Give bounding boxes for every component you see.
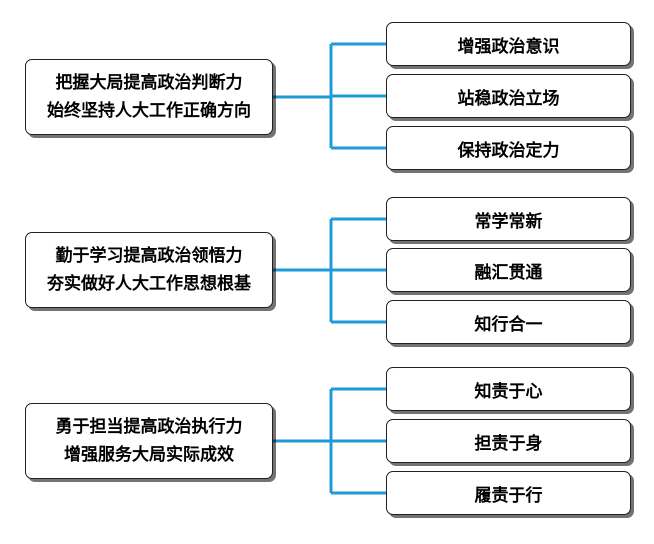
sub-node-label: 知责于心: [474, 381, 543, 402]
connector-group-1: [273, 42, 386, 150]
sub-node-3-1: 知责于心: [386, 367, 631, 411]
main-node-1: 把握大局提高政治判断力 始终坚持人大工作正确方向: [25, 59, 273, 135]
sub-node-label: 保持政治定力: [457, 140, 560, 161]
sub-node-label: 履责于行: [474, 485, 543, 506]
connector-group-2: [273, 217, 386, 324]
sub-node-label: 融汇贯通: [474, 262, 543, 283]
sub-node-2-3: 知行合一: [386, 300, 631, 344]
connector-group-3: [273, 387, 386, 495]
sub-node-3-2: 担责于身: [386, 419, 631, 463]
sub-node-3-3: 履责于行: [386, 471, 631, 515]
sub-node-label: 担责于身: [474, 433, 543, 454]
main-node-2-line2: 夯实做好人大工作思想根基: [47, 274, 251, 294]
main-node-2: 勤于学习提高政治领悟力 夯实做好人大工作思想根基: [25, 232, 273, 308]
main-node-3-line2: 增强服务大局实际成效: [64, 445, 234, 465]
sub-node-label: 站稳政治立场: [457, 88, 560, 109]
main-node-1-line2: 始终坚持人大工作正确方向: [47, 101, 251, 121]
main-node-2-line1: 勤于学习提高政治领悟力: [55, 246, 243, 266]
main-node-3-line1: 勇于担当提高政治执行力: [55, 417, 243, 437]
sub-node-1-3: 保持政治定力: [386, 126, 631, 170]
sub-node-2-1: 常学常新: [386, 197, 631, 241]
main-node-1-line1: 把握大局提高政治判断力: [55, 73, 243, 93]
sub-node-1-2: 站稳政治立场: [386, 74, 631, 118]
sub-node-1-1: 增强政治意识: [386, 22, 631, 66]
sub-node-label: 知行合一: [474, 314, 543, 335]
main-node-3: 勇于担当提高政治执行力 增强服务大局实际成效: [25, 403, 273, 479]
sub-node-2-2: 融汇贯通: [386, 248, 631, 292]
sub-node-label: 常学常新: [474, 211, 543, 232]
sub-node-label: 增强政治意识: [457, 36, 560, 57]
